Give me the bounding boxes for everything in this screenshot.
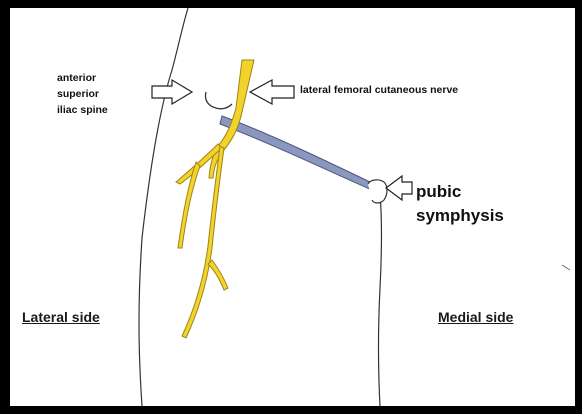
asis-label: anterior superior iliac spine [57,70,108,118]
asis-label-line-3: iliac spine [57,102,108,118]
pubic-arrow-icon [386,176,412,200]
inguinal-ligament [220,116,372,190]
nerve-label: lateral femoral cutaneous nerve [300,84,458,96]
pubic-symphysis-label: pubic symphysis [416,180,504,228]
pubic-symphysis-shape [368,180,387,203]
asis-prominence [205,92,232,109]
nerve-medial-branch [208,260,228,290]
diagram-canvas: anterior superior iliac spine lateral fe… [10,8,575,406]
asis-arrow-icon [152,80,192,104]
asis-label-line-2: superior [57,86,108,102]
lateral-side-label: Lateral side [22,309,100,325]
pubic-label-line-2: symphysis [416,204,504,228]
medial-side-label: Medial side [438,309,513,325]
nerve-main-trunk [209,60,254,178]
edge-mark [562,265,570,270]
lateral-body-outline [139,8,188,406]
asis-label-line-1: anterior [57,70,108,86]
medial-body-outline [379,194,382,406]
nerve-arrow-icon [250,80,294,104]
pubic-label-line-1: pubic [416,180,504,204]
